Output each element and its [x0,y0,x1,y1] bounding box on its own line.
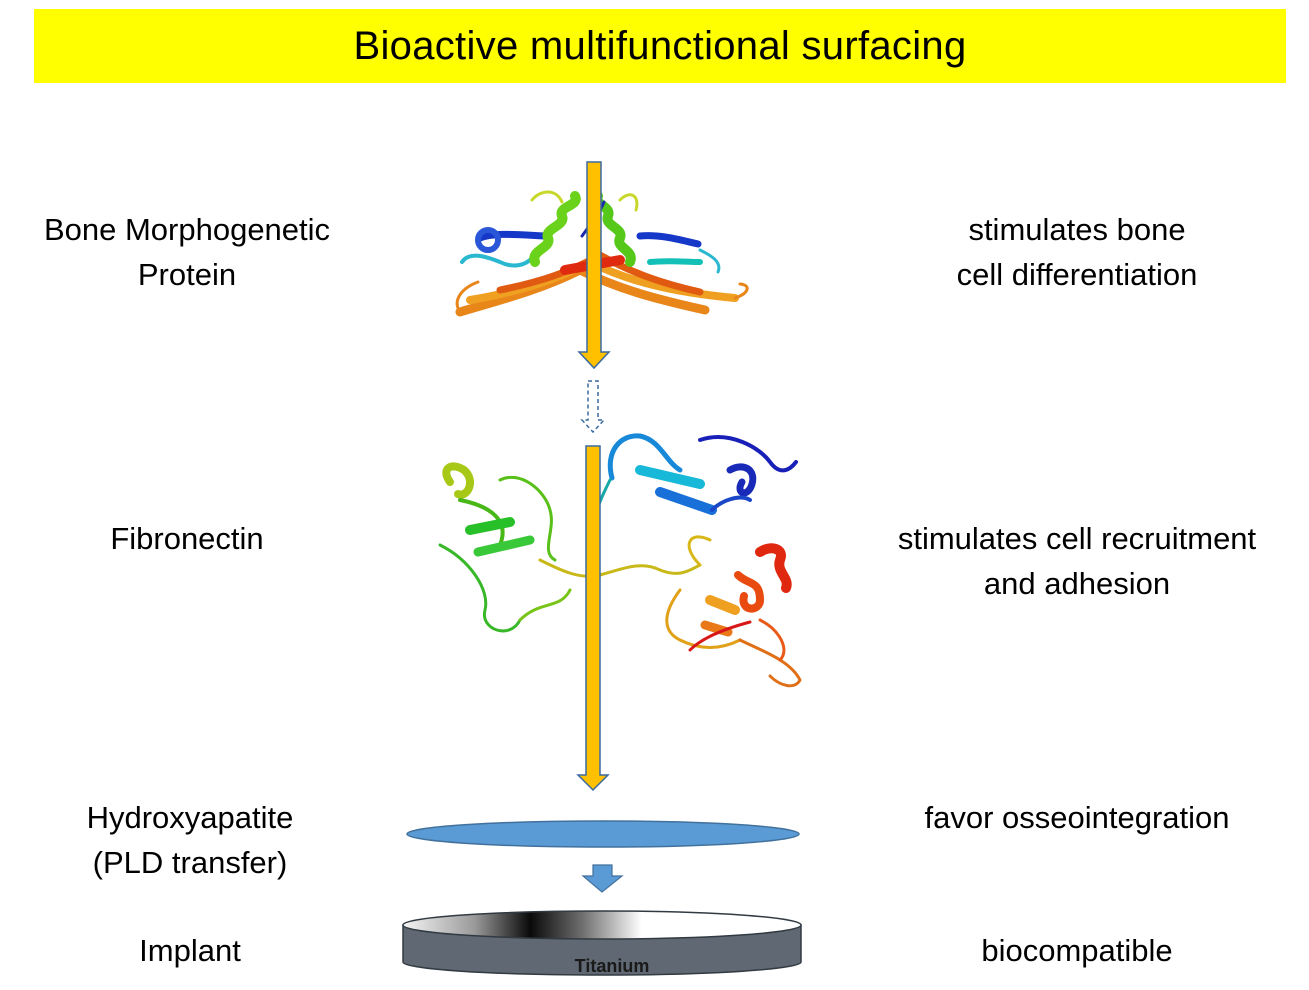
hydroxyapatite-label-line-2: (PLD transfer) [92,845,288,880]
bmp-label-line-1: Bone Morphogenetic [43,212,331,247]
hydroxyapatite-disc [406,820,800,848]
fibronectin-label-line-1: Fibronectin [110,521,264,556]
titanium-label: Titanium [575,956,650,976]
bmp-protein-icon [455,190,749,317]
hydroxyapatite-label: Hydroxyapatite (PLD transfer) [22,795,358,885]
bmp-label: Bone Morphogenetic Protein [22,207,352,297]
hydroxyapatite-label-line-1: Hydroxyapatite [86,800,294,835]
fibronectin-protein-icon [438,433,802,688]
fibronectin-effect-line-2: and adhesion [983,566,1171,601]
dashed-down-arrow [580,380,606,434]
implant-effect-line-1: biocompatible [981,933,1173,968]
title-banner: Bioactive multifunctional surfacing [34,9,1286,83]
fibronectin-label: Fibronectin [22,516,352,561]
bmp-effect-line-1: stimulates bone [968,212,1186,247]
hydroxyapatite-effect-line-1: favor osseointegration [924,800,1230,835]
page-title: Bioactive multifunctional surfacing [353,23,967,68]
titanium-implant-disc: Titanium [402,910,802,976]
transfer-down-arrow [581,864,624,893]
fibronectin-effect-line-1: stimulates cell recruitment [897,521,1257,556]
fibronectin-effect: stimulates cell recruitment and adhesion [862,516,1292,606]
fibronectin-down-arrow [576,445,610,792]
bmp-label-line-2: Protein [137,257,237,292]
hydroxyapatite-effect: favor osseointegration [872,795,1282,840]
implant-effect: biocompatible [872,928,1282,973]
implant-label-line-1: Implant [139,933,241,968]
implant-label: Implant [22,928,358,973]
bmp-down-arrow [577,161,611,370]
bmp-effect: stimulates bone cell differentiation [872,207,1282,297]
bmp-effect-line-2: cell differentiation [956,257,1198,292]
